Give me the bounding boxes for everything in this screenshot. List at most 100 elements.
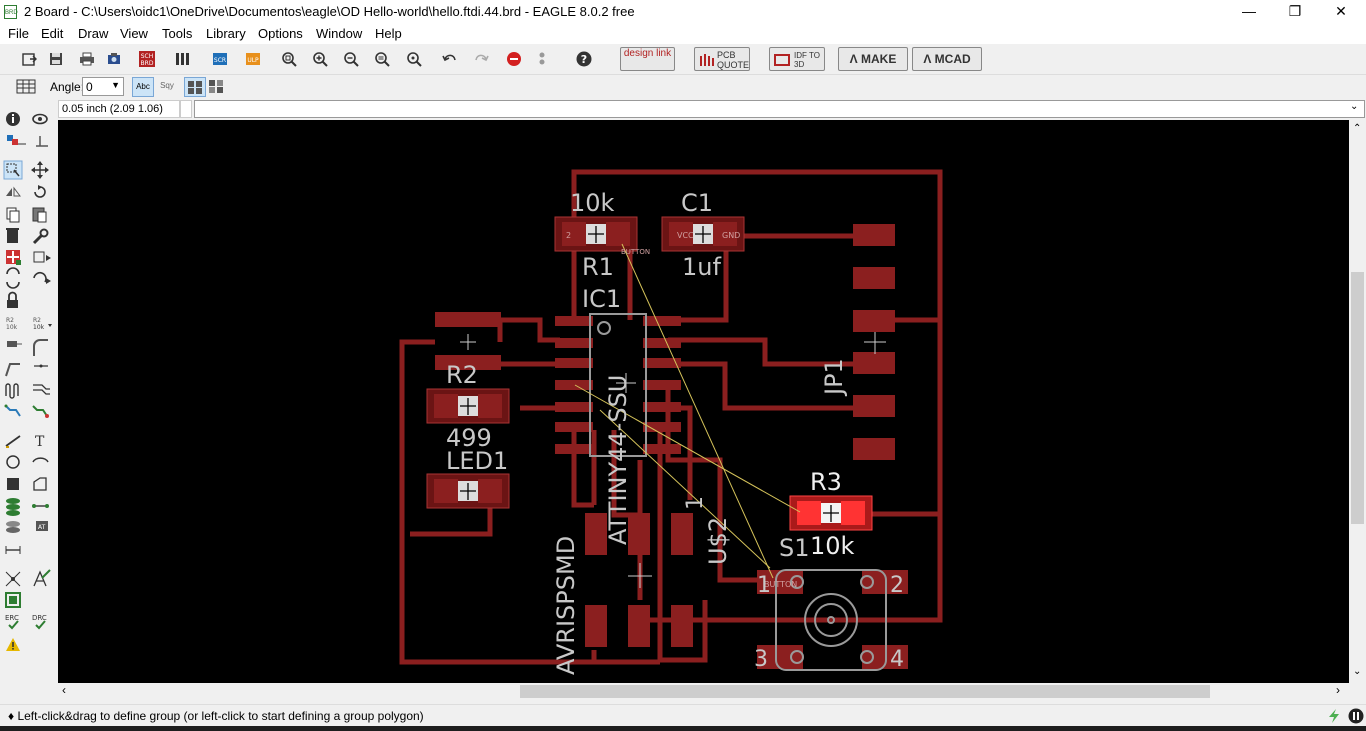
mirror-icon[interactable] <box>6 186 21 197</box>
show-eye-icon[interactable] <box>32 113 48 125</box>
menu-draw[interactable]: Draw <box>78 26 109 41</box>
optimize-icon[interactable] <box>34 364 48 368</box>
autorouter-icon[interactable] <box>33 569 51 587</box>
arc-icon[interactable] <box>32 457 49 463</box>
text-mode-vector-button[interactable]: Abc <box>132 77 154 97</box>
minimize-button[interactable]: — <box>1242 3 1256 19</box>
save-button[interactable] <box>45 48 67 70</box>
vertical-scrollbar[interactable]: ⌃ ⌄ <box>1349 120 1366 683</box>
text-icon[interactable]: T <box>35 434 45 450</box>
text-mode-proportional-button[interactable]: Sqy <box>160 81 174 90</box>
ulp-button[interactable]: ULP <box>243 48 265 70</box>
scroll-left-icon[interactable]: ‹ <box>62 683 66 697</box>
pcb-quote-button[interactable]: PCB QUOTE <box>694 47 750 71</box>
stop-button[interactable] <box>503 48 525 70</box>
paste-icon[interactable] <box>32 207 47 223</box>
drc-check-icon[interactable]: DRC <box>32 614 47 630</box>
idf-to-3d-button[interactable]: IDF TO 3D <box>769 47 825 71</box>
menu-window[interactable]: Window <box>316 26 363 41</box>
via-icon[interactable] <box>6 498 20 516</box>
open-button[interactable] <box>18 48 40 70</box>
help-button[interactable]: ? <box>573 48 595 70</box>
copy-icon[interactable] <box>6 207 20 223</box>
menu-edit[interactable]: Edit <box>41 26 64 41</box>
horizontal-scroll-thumb[interactable] <box>520 685 1210 698</box>
wire-icon[interactable] <box>5 435 21 448</box>
board-canvas[interactable]: 2 BUTTON VCC GND BUTTON 10k C1 R1 1uf IC… <box>58 120 1349 683</box>
polygon-fill-icon[interactable] <box>5 592 21 608</box>
rotate-icon[interactable] <box>34 185 46 198</box>
menu-options[interactable]: Options <box>258 26 303 41</box>
vertical-scroll-thumb[interactable] <box>1351 272 1364 524</box>
menu-help[interactable]: Help <box>375 26 402 41</box>
smash-icon[interactable] <box>7 341 22 347</box>
move-icon[interactable] <box>31 161 49 179</box>
zoom-fit-button[interactable] <box>278 48 300 70</box>
zoom-select-button[interactable] <box>403 48 425 70</box>
cam-button[interactable] <box>103 48 125 70</box>
close-button[interactable]: ✕ <box>1335 3 1347 19</box>
script-icon: SCR <box>213 53 227 65</box>
add-part-icon[interactable] <box>6 250 21 265</box>
meander-icon[interactable] <box>5 383 19 399</box>
zoom-in-button[interactable] <box>309 48 331 70</box>
chevron-down-icon[interactable]: ⌄ <box>1350 101 1359 112</box>
erc-check-icon[interactable]: ERC <box>5 614 19 630</box>
display-layers-icon[interactable] <box>7 135 26 145</box>
polygon-icon[interactable] <box>33 477 47 491</box>
fill-mode-button-1[interactable] <box>184 77 206 97</box>
scroll-up-icon[interactable]: ⌃ <box>1353 123 1362 134</box>
mark-icon[interactable] <box>36 136 48 147</box>
select-group-icon[interactable] <box>3 160 23 180</box>
design-link-button[interactable]: design link <box>620 47 675 71</box>
go-button[interactable] <box>531 48 553 70</box>
wrench-icon[interactable] <box>32 228 49 245</box>
hole-icon[interactable] <box>6 521 20 533</box>
menu-view[interactable]: View <box>120 26 148 41</box>
change-icon[interactable] <box>33 272 51 284</box>
ratsnest-icon[interactable] <box>5 571 21 587</box>
signal-icon[interactable] <box>32 504 49 508</box>
undo-button[interactable] <box>439 48 461 70</box>
delete-icon[interactable] <box>6 228 19 243</box>
scroll-down-icon[interactable]: ⌄ <box>1353 666 1362 677</box>
menu-tools[interactable]: Tools <box>162 26 193 41</box>
redo-button[interactable] <box>470 48 492 70</box>
zoom-redraw-button[interactable] <box>371 48 393 70</box>
dimension-icon[interactable] <box>5 546 21 554</box>
menu-library[interactable]: Library <box>206 26 246 41</box>
grid-button[interactable] <box>16 78 38 96</box>
restore-button[interactable]: ❐ <box>1288 3 1302 19</box>
route-multiple-icon[interactable] <box>33 384 50 395</box>
layer-settings-button[interactable] <box>172 48 194 70</box>
angle-select[interactable]: 0 ▼ <box>82 77 124 96</box>
print-button[interactable] <box>76 48 98 70</box>
command-history-button[interactable] <box>180 100 192 118</box>
command-line-input[interactable] <box>194 100 1365 118</box>
swap-icon[interactable] <box>6 267 20 289</box>
replace-icon[interactable] <box>33 251 51 263</box>
lock-icon[interactable] <box>7 291 18 309</box>
route-icon[interactable] <box>4 404 21 417</box>
lightning-icon[interactable] <box>1326 708 1342 724</box>
rectangle-icon[interactable] <box>7 478 19 490</box>
info-icon[interactable] <box>6 112 20 126</box>
stop-command-icon[interactable] <box>1348 708 1364 724</box>
scroll-right-icon[interactable]: › <box>1336 683 1340 697</box>
make-button[interactable]: Λ MAKE <box>838 47 908 71</box>
circle-icon[interactable] <box>6 455 20 469</box>
miter-icon[interactable] <box>33 339 48 356</box>
errors-warning-icon[interactable] <box>6 638 20 651</box>
fill-mode-button-2[interactable] <box>206 77 228 97</box>
zoom-out-button[interactable] <box>340 48 362 70</box>
script-button[interactable]: SCR <box>210 48 232 70</box>
mcad-button[interactable]: Λ MCAD <box>912 47 982 71</box>
horizontal-scrollbar[interactable]: ‹ › <box>58 683 1349 700</box>
menu-file[interactable]: File <box>8 26 29 41</box>
ripup-icon[interactable] <box>32 405 49 418</box>
split-icon[interactable] <box>5 363 20 377</box>
attribute-icon[interactable]: AT <box>36 521 48 531</box>
